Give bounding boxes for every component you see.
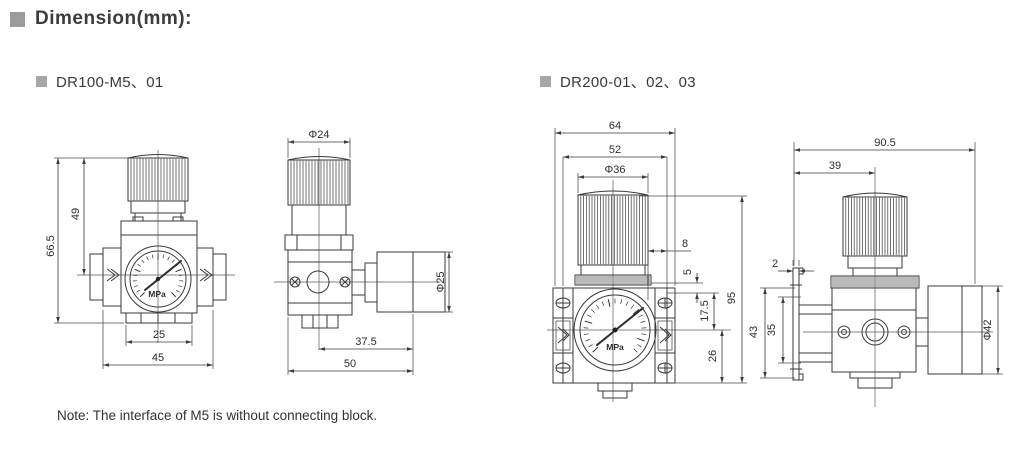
header-bullet-icon [10, 11, 25, 27]
dim-knob-to-edge: 8 [682, 238, 688, 250]
dim-body-width: 52 [609, 144, 621, 156]
dim-overall-height: 66.5 [45, 235, 57, 256]
section-bullet-icon [540, 76, 551, 87]
screw-icon [339, 276, 351, 288]
gauge-needle [596, 307, 644, 346]
section-bullet-icon [36, 76, 47, 87]
flow-arrow-icon [110, 268, 120, 282]
dr200-side-view-drawing: 90.5 39 2 [748, 137, 1003, 407]
page-title: Dimension(mm): [35, 8, 192, 29]
dr100-side-view-drawing: Φ24 Φ25 37.5 [274, 129, 453, 375]
section-dr100: DR100-M5、01 [36, 71, 164, 92]
flow-arrow-icon [562, 328, 570, 342]
dim-collar-height: 5 [682, 269, 694, 275]
section-dr200-label: DR200-01、02、03 [560, 74, 696, 91]
dim-overall-depth: 50 [344, 358, 356, 370]
footnote: Note: The interface of M5 is without con… [57, 408, 378, 423]
port-hole [306, 270, 330, 294]
dim-bracket-thickness: 2 [772, 258, 778, 270]
dim-gauge-diameter: Φ42 [982, 319, 994, 340]
dim-bracket-to-axis: 39 [829, 160, 841, 172]
gauge-side [376, 251, 446, 313]
dim-overall-width: 64 [609, 120, 621, 132]
mounting-bracket [792, 267, 800, 381]
flow-arrow-icon [664, 328, 672, 342]
pressure-gauge [573, 288, 657, 372]
gauge-needle [144, 260, 182, 291]
dim-body-width: 45 [152, 352, 164, 364]
dim-knob-diameter: Φ24 [308, 129, 329, 141]
dr200-front-view-drawing: 64 52 Φ36 [547, 120, 747, 402]
dim-bracket-height: 43 [748, 326, 760, 338]
flow-arrow-icon [106, 268, 116, 282]
flow-arrow-icon [199, 268, 209, 282]
dim-knob-height: 49 [70, 208, 82, 220]
section-dr100-label: DR100-M5、01 [56, 74, 164, 91]
port-hole [861, 318, 889, 346]
screw-icon [897, 325, 911, 339]
screw-icon [289, 276, 301, 288]
flow-arrow-icon [203, 268, 213, 282]
dim-axis-to-gauge: 37.5 [355, 336, 376, 348]
dim-center-to-bottom: 26 [707, 350, 719, 362]
screw-icon [837, 325, 851, 339]
pressure-gauge [124, 245, 192, 313]
page-header: Dimension(mm): [10, 8, 192, 30]
section-dr200: DR200-01、02、03 [540, 71, 696, 92]
dim-knob-diameter: Φ36 [604, 164, 625, 176]
dim-hole-spacing: 35 [766, 324, 778, 336]
dim-gauge-diameter: Φ25 [435, 271, 447, 292]
flow-arrow-icon [659, 326, 670, 344]
gauge-unit-label: MPa [606, 342, 624, 352]
dim-port-width: 25 [153, 329, 165, 341]
gauge-side [927, 285, 983, 375]
dim-top-to-center: 17.5 [699, 300, 711, 321]
flow-arrow-icon [557, 326, 568, 344]
dim-overall-height: 95 [726, 292, 738, 304]
dr100-front-view-drawing: MPa 66.5 49 25 45 [45, 150, 235, 369]
dim-overall-depth: 90.5 [874, 137, 895, 149]
gauge-unit-label: MPa [148, 289, 166, 299]
